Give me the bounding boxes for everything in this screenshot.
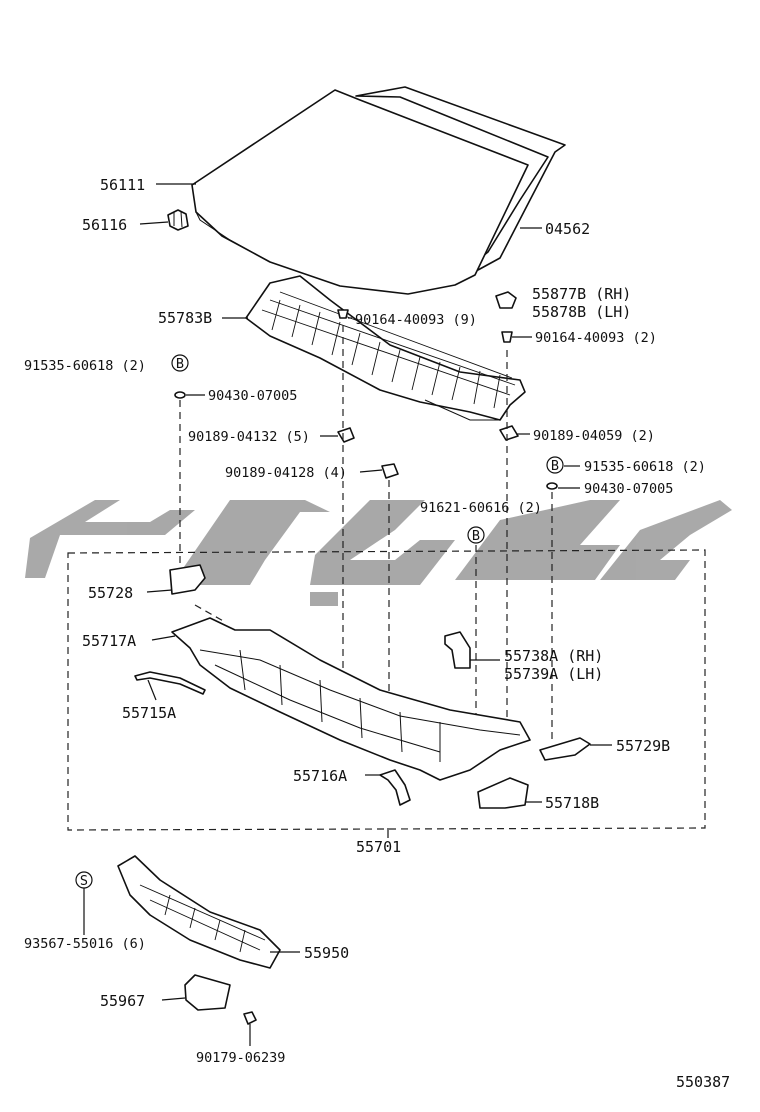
diagram-id: 550387 bbox=[676, 1073, 730, 1091]
label-56111: 56111 bbox=[100, 176, 145, 194]
bracket-55729B bbox=[539, 737, 591, 761]
label-55783B: 55783B bbox=[158, 309, 212, 327]
label-55718B: 55718B bbox=[545, 794, 599, 812]
label-screw-top: 90164-40093 (9) bbox=[355, 312, 477, 328]
bracket-55967 bbox=[184, 974, 231, 1011]
label-screw-s: 93567-55016 (6) bbox=[24, 936, 146, 952]
assembly-box bbox=[67, 549, 706, 831]
label-55729B: 55729B bbox=[616, 737, 670, 755]
bracket-55728 bbox=[169, 564, 206, 595]
label-55878B: 55878B (LH) bbox=[532, 303, 631, 321]
windshield-56111 bbox=[191, 86, 566, 295]
bracket-55718B bbox=[477, 777, 529, 809]
label-55716A: 55716A bbox=[293, 767, 347, 785]
bolt-marker-center: B bbox=[472, 528, 480, 544]
label-nut-90179: 90179-06239 bbox=[196, 1050, 285, 1066]
label-washer-left: 90430-07005 bbox=[208, 388, 297, 404]
label-55717A: 55717A bbox=[82, 632, 136, 650]
label-nut-2: 90189-04059 (2) bbox=[533, 428, 655, 444]
label-nut-4: 90189-04128 (4) bbox=[225, 465, 347, 481]
label-55967: 55967 bbox=[100, 992, 145, 1010]
label-bolt-right: 91535-60618 (2) bbox=[584, 459, 706, 475]
marker-circles: B B B S bbox=[75, 354, 564, 889]
hose-55716A bbox=[379, 769, 411, 806]
clip-56116 bbox=[167, 209, 189, 231]
label-55739A: 55739A (LH) bbox=[504, 665, 603, 683]
leader-lines bbox=[83, 183, 612, 1046]
bolt-marker-left: B bbox=[176, 356, 184, 372]
label-55728: 55728 bbox=[88, 584, 133, 602]
label-55877B: 55877B (RH) bbox=[532, 285, 631, 303]
labels: 56111 56116 04562 55783B 90164-40093 (9)… bbox=[24, 176, 730, 1091]
bracket-55738A bbox=[444, 631, 471, 669]
label-nut-5: 90189-04132 (5) bbox=[188, 429, 310, 445]
label-screw-right: 90164-40093 (2) bbox=[535, 330, 657, 346]
fasteners bbox=[174, 309, 558, 1025]
label-55738A: 55738A (RH) bbox=[504, 647, 603, 665]
label-bolt-left: 91535-60618 (2) bbox=[24, 358, 146, 374]
label-55701: 55701 bbox=[356, 838, 401, 856]
seal-55877B bbox=[495, 291, 517, 309]
duct-55950 bbox=[117, 855, 281, 969]
bolt-marker-right: B bbox=[551, 458, 559, 474]
seal-55715A bbox=[134, 671, 206, 695]
label-55950: 55950 bbox=[304, 944, 349, 962]
cowl-louver-55783B bbox=[245, 275, 526, 421]
label-55715A: 55715A bbox=[122, 704, 176, 722]
cowl-panel-55717A bbox=[171, 617, 531, 781]
label-56116: 56116 bbox=[82, 216, 127, 234]
watermark-logo bbox=[25, 500, 732, 606]
label-washer-right: 90430-07005 bbox=[584, 481, 673, 497]
screw-marker: S bbox=[80, 873, 88, 889]
label-04562: 04562 bbox=[545, 220, 590, 238]
dashed-guide-lines bbox=[179, 325, 553, 740]
label-bolt-center: 91621-60616 (2) bbox=[420, 500, 542, 516]
